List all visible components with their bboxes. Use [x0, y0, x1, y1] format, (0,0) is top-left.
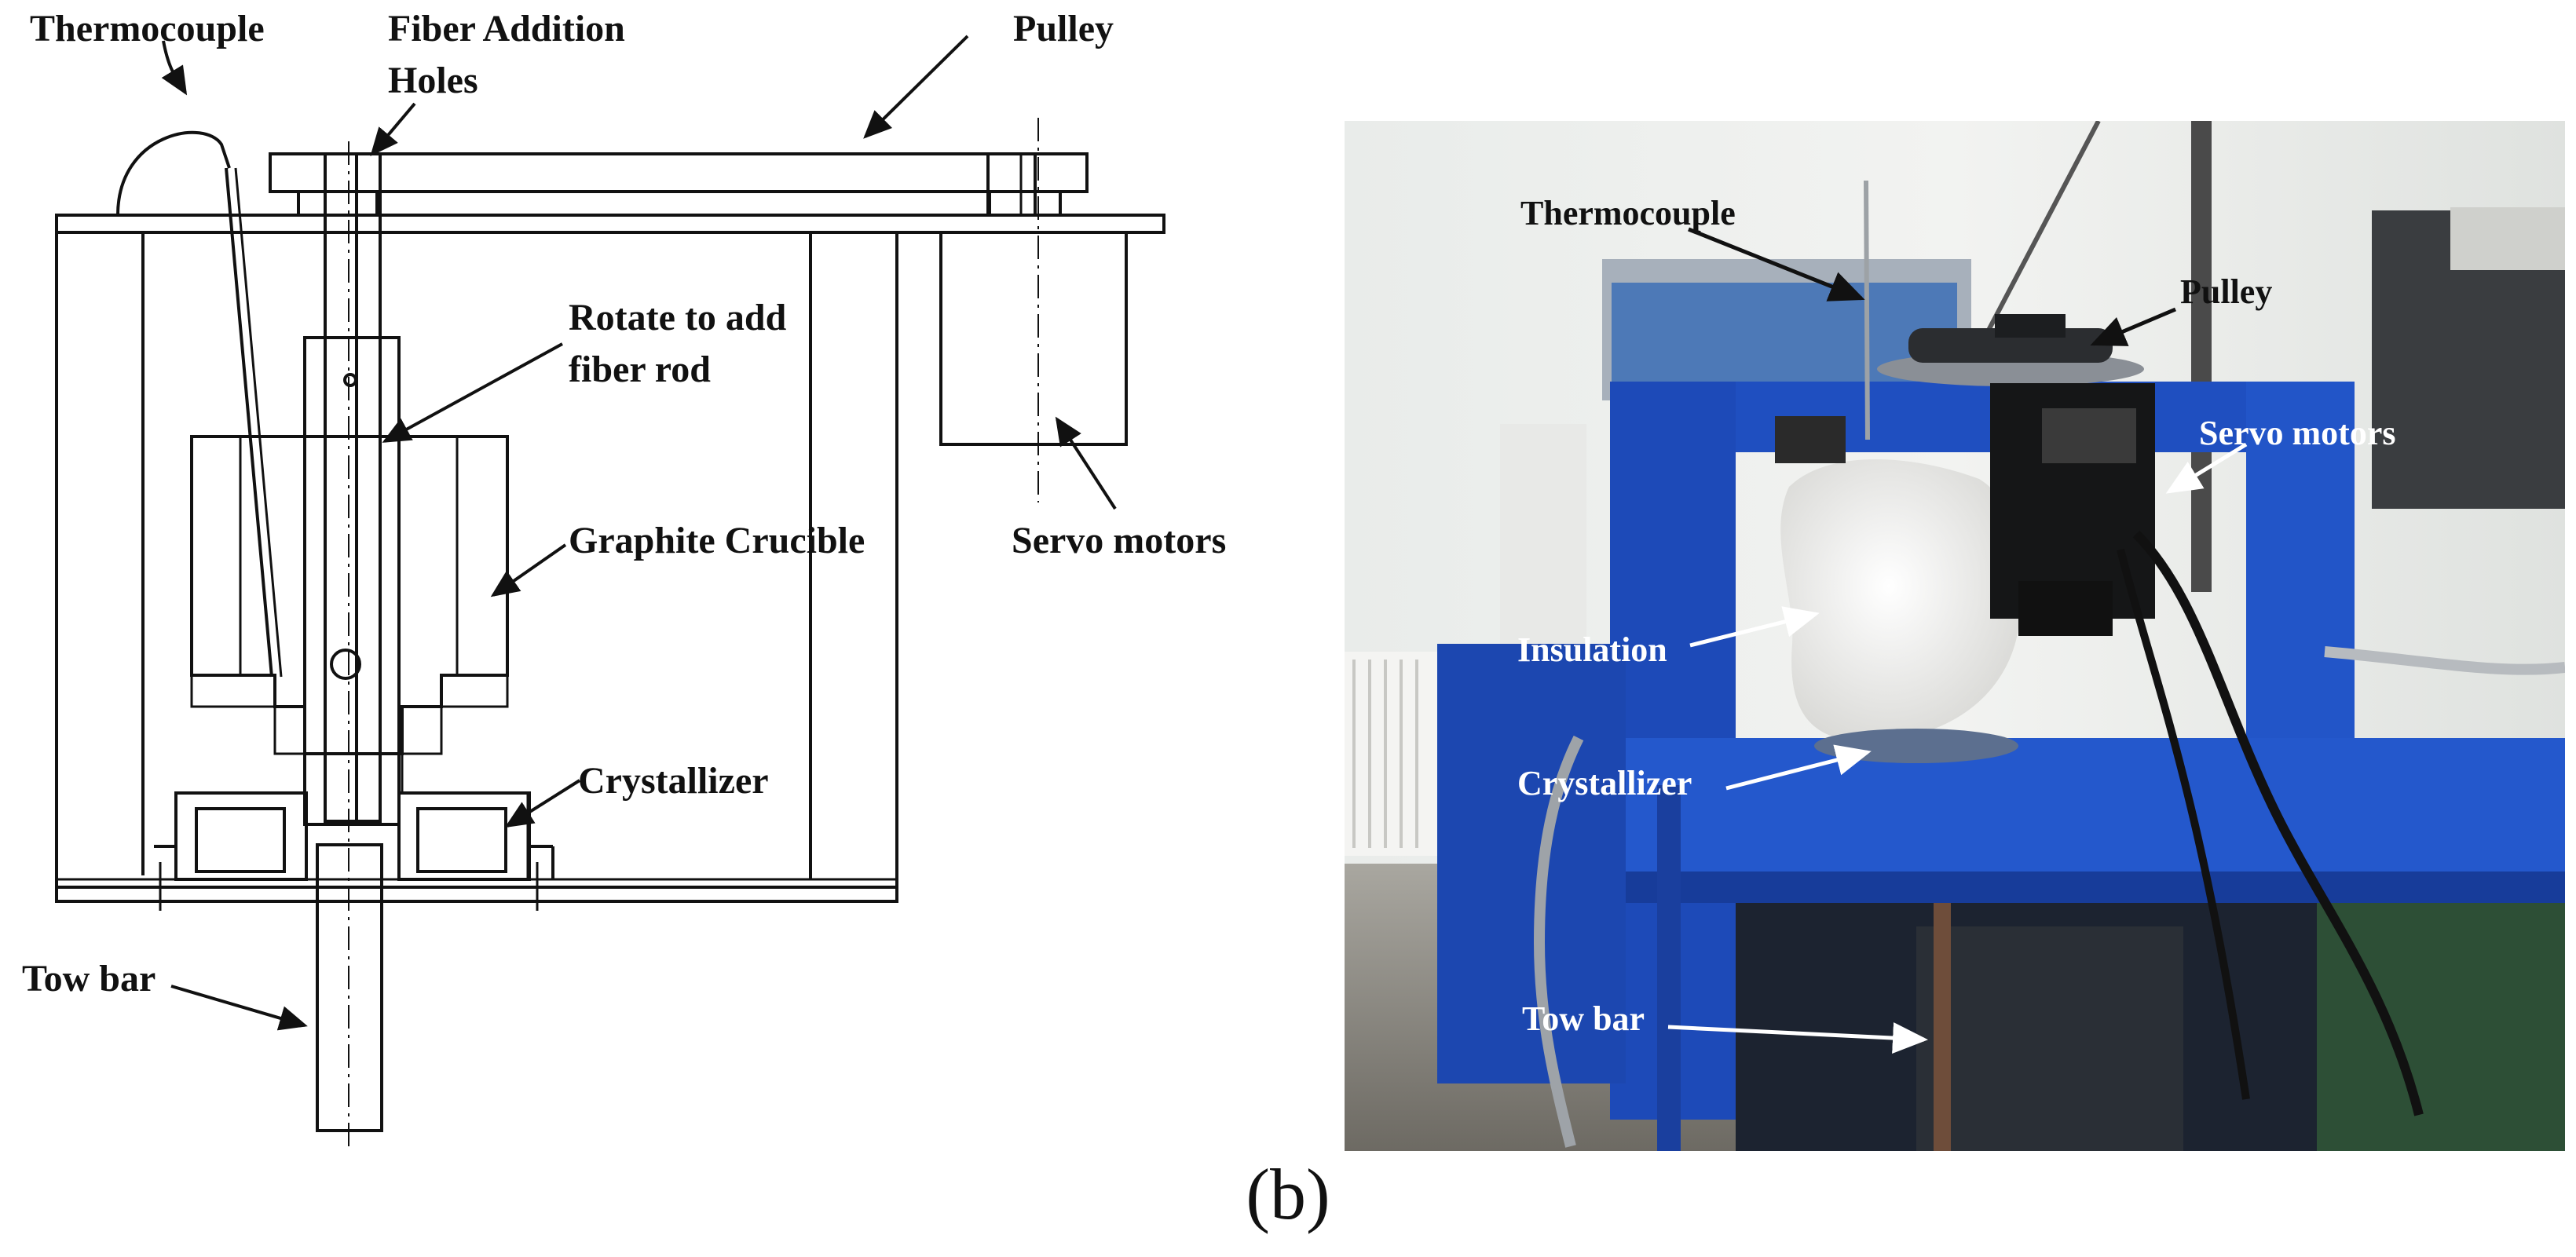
fiber-tube	[324, 152, 358, 823]
insulation-wool	[1780, 459, 2022, 742]
top-plate	[55, 214, 1165, 234]
photo-label-servo-motors: Servo motors	[2199, 414, 2396, 452]
leader-pulley	[863, 35, 969, 139]
label-crystallizer: Crystallizer	[578, 760, 769, 802]
photo-label-thermocouple: Thermocouple	[1520, 194, 1736, 232]
photo-leader-thermocouple	[1688, 227, 1865, 301]
leader-tow-bar	[170, 985, 308, 1031]
base-plate	[55, 886, 898, 903]
label-pulley: Pulley	[1013, 8, 1114, 49]
thermocouple-wire	[116, 130, 231, 216]
label-thermocouple: Thermocouple	[30, 8, 265, 49]
photo-leader-insulation	[1689, 606, 1820, 648]
photo-label-insulation: Insulation	[1517, 630, 1667, 669]
label-rotate-2: fiber rod	[569, 349, 711, 390]
fiber-addition-hole	[330, 649, 361, 680]
tow-bar-photo	[1934, 903, 1951, 1151]
photo-label-pulley: Pulley	[2180, 272, 2272, 311]
schematic-drawing	[55, 118, 1165, 1146]
figure-caption: (b)	[1246, 1154, 1330, 1234]
label-fiber-addition-2: Holes	[388, 60, 478, 101]
label-graphite-crucible: Graphite Crucible	[569, 520, 865, 561]
photo-leader-tow-bar	[1667, 1022, 1928, 1054]
photo-label-tow-bar: Tow bar	[1522, 999, 1645, 1038]
leader-rotate	[382, 342, 563, 443]
photo-leader-servo	[2165, 442, 2248, 494]
label-fiber-addition-1: Fiber Addition	[388, 8, 625, 49]
pulley-body	[269, 152, 1089, 193]
crystallizer-left	[174, 791, 308, 881]
equipment-photo	[1345, 121, 2565, 1151]
leader-crystallizer	[504, 779, 581, 828]
label-tow-bar: Tow bar	[22, 958, 156, 999]
photo-label-crystallizer: Crystallizer	[1517, 764, 1692, 802]
leader-crucible	[490, 543, 567, 597]
label-rotate-1: Rotate to add	[569, 297, 787, 338]
crystallizer-right	[397, 791, 531, 881]
leader-servo	[1055, 416, 1117, 510]
label-servo-motors: Servo motors	[1012, 520, 1226, 561]
servo-motor-box	[939, 231, 1128, 446]
photo-leader-crystallizer	[1725, 744, 1872, 791]
leader-fiber-holes	[370, 102, 416, 157]
leader-thermocouple	[161, 40, 188, 96]
photo-leader-pulley	[2090, 307, 2176, 346]
